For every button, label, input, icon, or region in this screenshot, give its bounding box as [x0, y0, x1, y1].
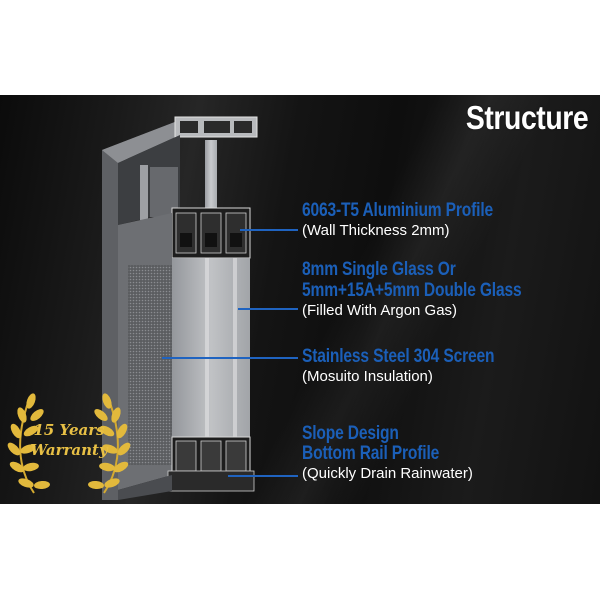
warranty-badge: 15 Years Warranty [4, 385, 134, 503]
feature-note-mosquito-insulation: (Mosuito Insulation) [302, 368, 433, 385]
page-title: Structure [465, 99, 589, 136]
feature-heading-slope-line2: Bottom Rail Profile [302, 443, 440, 464]
feature-heading-glass-line1: 8mm Single Glass Or [302, 259, 456, 280]
feature-heading-slope-line1: Slope Design [302, 423, 399, 444]
pointer-line-bottom-rail [228, 475, 298, 477]
window-cross-section-illustration [102, 116, 258, 500]
feature-heading-glass-line2: 5mm+15A+5mm Double Glass [302, 280, 522, 301]
feature-heading-aluminium-profile: 6063-T5 Aluminium Profile [302, 200, 493, 221]
feature-note-wall-thickness: (Wall Thickness 2mm) [302, 222, 450, 239]
badge-warranty-text: Warranty [30, 441, 108, 459]
pointer-line-profile [240, 229, 298, 231]
pointer-line-glass [238, 308, 298, 310]
product-panel: Structure [0, 95, 600, 504]
feature-note-argon-gas: (Filled With Argon Gas) [302, 302, 458, 319]
pointer-line-screen [162, 357, 298, 359]
badge-years-text: 15 Years [33, 421, 105, 439]
laurel-wreath-icon [7, 393, 131, 494]
feature-heading-steel-screen: Stainless Steel 304 Screen [302, 346, 495, 367]
feature-note-drain-rainwater: (Quickly Drain Rainwater) [302, 465, 473, 482]
